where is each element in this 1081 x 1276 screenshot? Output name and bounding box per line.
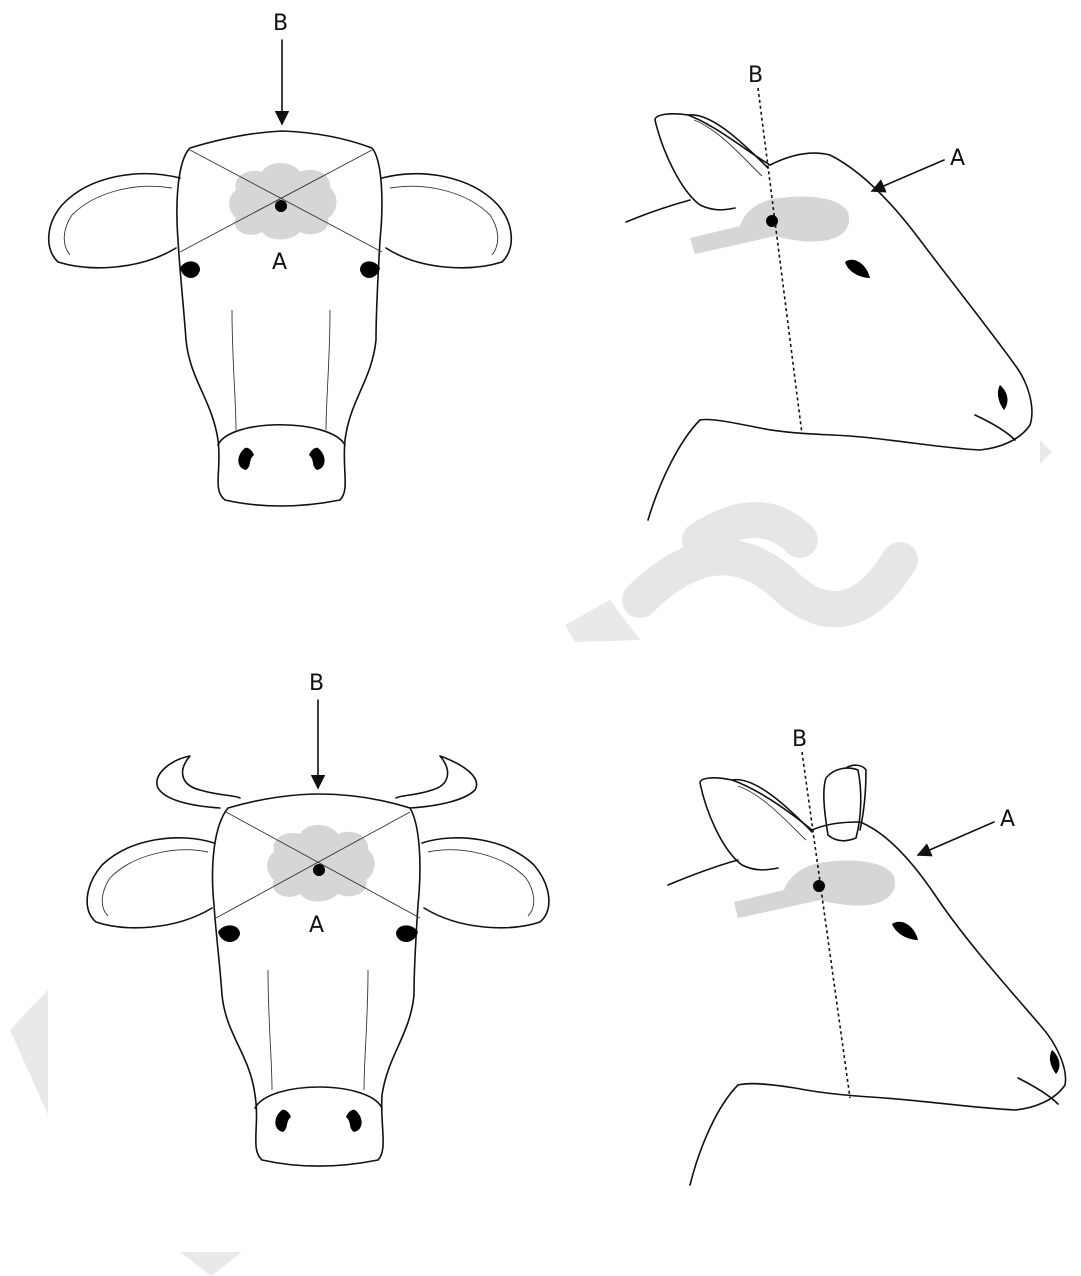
right-eye bbox=[396, 925, 418, 942]
panel-hornless-side: B A bbox=[626, 63, 1032, 520]
horn bbox=[824, 768, 861, 841]
target-point bbox=[313, 864, 325, 876]
right-nostril bbox=[346, 1110, 362, 1132]
target-point bbox=[766, 215, 778, 227]
right-nostril bbox=[309, 448, 325, 470]
eye bbox=[845, 260, 870, 278]
arrow-a bbox=[872, 160, 944, 191]
line-b bbox=[758, 88, 802, 434]
left-eye bbox=[218, 925, 240, 942]
label-b: B bbox=[309, 671, 324, 696]
nostril bbox=[1050, 1050, 1060, 1074]
target-point bbox=[275, 200, 287, 212]
label-a: A bbox=[950, 146, 965, 171]
label-a: A bbox=[272, 250, 287, 275]
line-b bbox=[802, 752, 850, 1098]
right-eye bbox=[360, 261, 380, 278]
nostril bbox=[998, 385, 1008, 410]
left-eye bbox=[180, 261, 200, 278]
left-nostril bbox=[275, 1110, 291, 1132]
left-nostril bbox=[238, 448, 254, 470]
left-horn bbox=[157, 756, 240, 808]
label-a: A bbox=[309, 913, 324, 938]
brain bbox=[267, 825, 374, 902]
label-a: A bbox=[1000, 807, 1015, 832]
eye bbox=[892, 922, 918, 940]
right-horn bbox=[396, 756, 477, 808]
head-outline bbox=[738, 822, 1066, 1110]
panel-horned-side: B A bbox=[668, 727, 1066, 1185]
panel-hornless-front: B A bbox=[49, 11, 512, 506]
ear bbox=[655, 114, 770, 210]
arrow-a bbox=[918, 822, 994, 855]
muzzle bbox=[255, 1087, 382, 1108]
label-b: B bbox=[792, 727, 807, 752]
head-outline bbox=[700, 153, 1032, 450]
panel-horned-front: B A bbox=[87, 671, 549, 1166]
label-b: B bbox=[748, 63, 763, 88]
watermark bbox=[10, 440, 1052, 1276]
label-b: B bbox=[273, 11, 288, 36]
right-ear bbox=[382, 174, 511, 268]
target-point bbox=[813, 880, 825, 892]
ear bbox=[700, 778, 812, 870]
